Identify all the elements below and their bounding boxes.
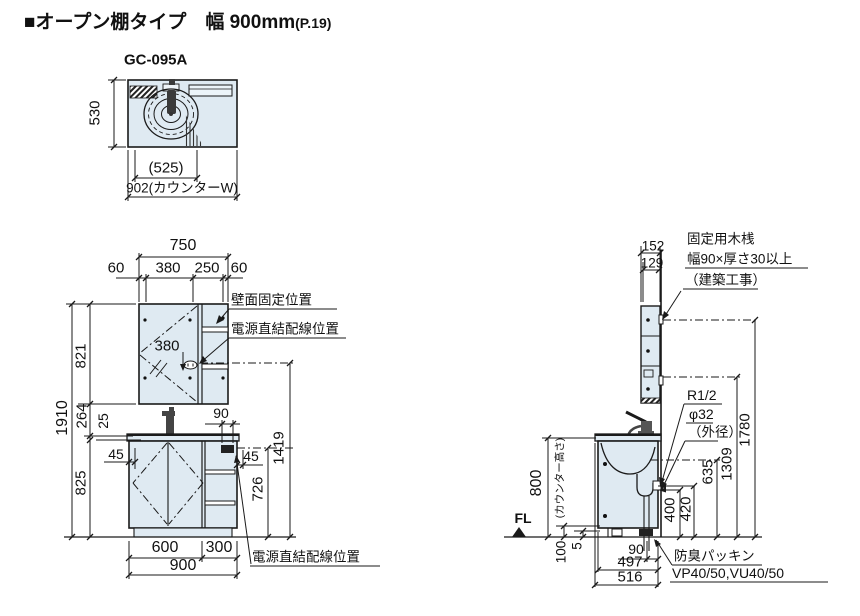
- label-pipe-types: VP40/50,VU40/50: [672, 565, 785, 581]
- dim-front-264: 264: [73, 403, 91, 429]
- label-batten-2: 幅90×厚さ30以上: [687, 251, 793, 267]
- plan-view: [127, 79, 238, 148]
- dim-side-516: 516: [617, 568, 643, 586]
- dim-front-outlet-90: 90: [213, 405, 229, 421]
- dim-front-top-380: 380: [155, 259, 181, 277]
- page-reference: (P.19): [295, 15, 332, 31]
- dim-side-counter-height: 800: [528, 469, 545, 497]
- dim-front-25: 25: [95, 413, 111, 429]
- dim-front-821: 821: [72, 343, 90, 369]
- dim-front-1419: 1419: [270, 431, 288, 465]
- label-batten-3: （建築工事）: [685, 272, 766, 288]
- dim-side-152: 152: [641, 238, 665, 254]
- dim-front-door-380: 380: [154, 337, 180, 355]
- dim-side-400: 400: [661, 497, 679, 523]
- dim-front-top-total: 750: [169, 237, 197, 254]
- dim-plan-basin-width: (525): [148, 159, 184, 177]
- label-odor-packing: 防臭パッキン: [674, 548, 755, 564]
- dim-side-base-5: 5: [569, 542, 585, 550]
- dim-side-1309: 1309: [718, 447, 736, 481]
- dim-front-726: 726: [249, 476, 267, 502]
- dim-side-90: 90: [628, 541, 644, 557]
- plan-dimension-lines: [108, 79, 238, 201]
- label-supply-r12: R1/2: [687, 387, 717, 403]
- page-title-text: ■オープン棚タイプ 幅 900mm: [24, 12, 296, 33]
- dim-plan-counter-width: 902(カウンターW): [126, 180, 238, 196]
- dim-front-top-250: 250: [194, 259, 220, 277]
- label-drain-dia: φ32: [689, 406, 714, 422]
- label-floor-level: FL: [514, 510, 532, 526]
- dim-front-top-60-left: 60: [107, 259, 125, 277]
- dim-front-825: 825: [72, 470, 90, 496]
- page-title: ■オープン棚タイプ 幅 900mm(P.19): [24, 7, 331, 34]
- dim-side-129: 129: [640, 255, 664, 271]
- label-drain-dia-note: （外径）: [688, 424, 742, 440]
- dim-front-bottom-total: 900: [169, 557, 197, 574]
- dimension-ticks: [68, 76, 759, 589]
- dim-front-bottom-600: 600: [151, 539, 179, 556]
- label-power-wiring-lower: 電源直結配線位置: [252, 549, 360, 565]
- dim-front-45-left: 45: [108, 446, 124, 462]
- dim-side-420: 420: [677, 496, 695, 522]
- dim-front-bottom-300: 300: [205, 539, 233, 556]
- side-view: [594, 250, 664, 551]
- dim-side-497: 497: [617, 553, 643, 571]
- dim-plan-depth: 530: [86, 100, 104, 126]
- dim-front-45-right: 45: [243, 448, 259, 464]
- label-batten-1: 固定用木桟: [687, 231, 755, 247]
- dim-front-overall-height: 1910: [54, 400, 71, 436]
- dim-side-1780: 1780: [736, 413, 754, 447]
- dim-front-top-60-right: 60: [230, 259, 248, 277]
- dim-side-base-100: 100: [553, 540, 569, 564]
- model-number: GC-095A: [124, 51, 188, 69]
- front-view: [126, 303, 252, 565]
- label-wall-fix-position: 壁面固定位置: [231, 292, 312, 308]
- label-counter-height-note: (カウンター高さ): [553, 437, 566, 519]
- side-dimension-lines: [504, 246, 828, 587]
- dim-side-635: 635: [699, 459, 717, 485]
- label-power-wiring-upper: 電源直結配線位置: [231, 321, 339, 337]
